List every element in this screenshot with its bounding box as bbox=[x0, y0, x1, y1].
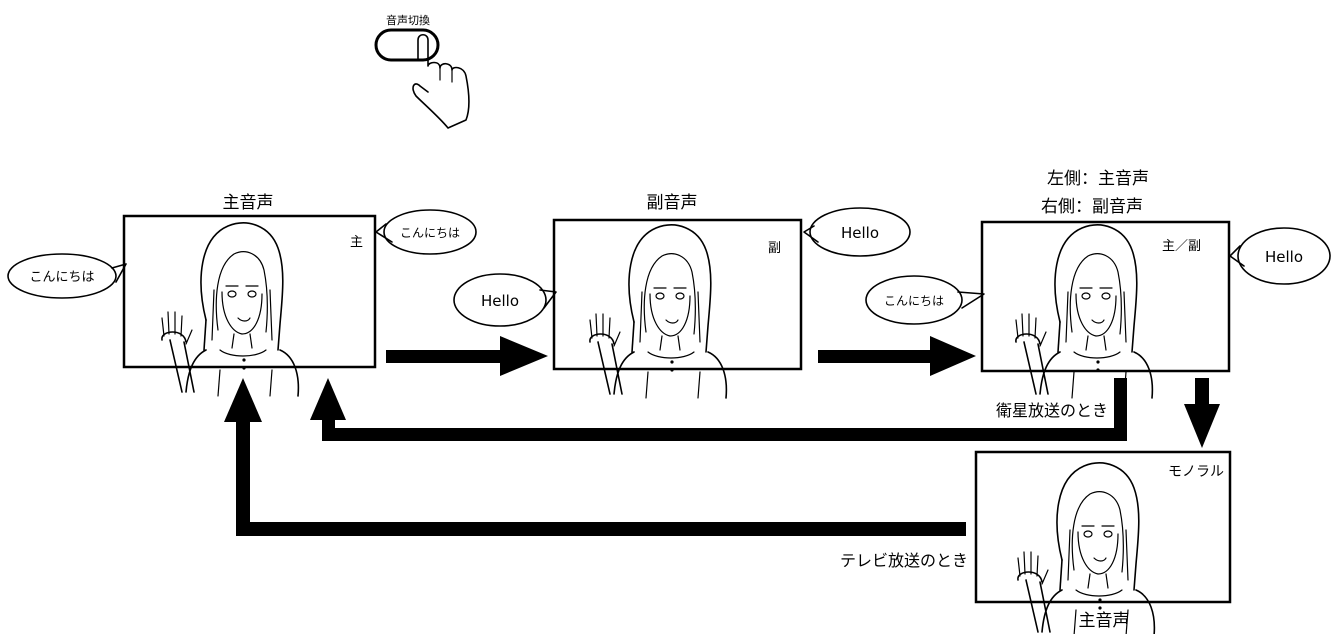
panel3-corner-label: 主／副 bbox=[1162, 239, 1201, 254]
arrow-panel1-to-panel2 bbox=[386, 336, 548, 376]
arrow-panel2-to-panel3 bbox=[818, 336, 976, 376]
arrow-panel3-to-panel4 bbox=[1184, 378, 1220, 448]
panel3-left-bubble-text: こんにちは bbox=[884, 294, 944, 308]
tv-broadcast-label: テレビ放送のとき bbox=[840, 551, 968, 570]
pointing-hand-icon bbox=[412, 33, 470, 129]
panel1-title: 主音声 bbox=[223, 193, 274, 213]
panel1-left-bubble-text: こんにちは bbox=[29, 270, 94, 285]
panel3-left-bubble bbox=[865, 275, 963, 325]
panel3-right-bubble bbox=[1237, 227, 1331, 285]
switch-button-label: 音声切換 bbox=[386, 13, 430, 27]
panel1-left-bubble bbox=[7, 253, 117, 299]
panel4-title: 主音声 bbox=[1079, 611, 1130, 631]
tv-return-arrow bbox=[224, 378, 966, 536]
panel3-title-line2: 右側：副音声 bbox=[1041, 197, 1143, 217]
panel1-tv-screen bbox=[122, 214, 377, 369]
panel2-right-bubble bbox=[809, 207, 911, 257]
panel2-title: 副音声 bbox=[647, 193, 698, 213]
satellite-broadcast-label: 衛星放送のとき bbox=[996, 401, 1108, 420]
audio-switch-button[interactable] bbox=[374, 28, 440, 62]
panel3-title-line1: 左側：主音声 bbox=[1047, 169, 1149, 189]
panel2-left-bubble bbox=[453, 273, 547, 327]
satellite-return-arrow bbox=[310, 378, 1127, 441]
panel1-corner-label: 主 bbox=[350, 235, 363, 250]
panel1-right-bubble-text: こんにちは bbox=[400, 226, 460, 240]
panel2-right-bubble-text: Hello bbox=[841, 224, 879, 242]
panel2-tv-screen bbox=[552, 218, 803, 371]
panel3-right-bubble-text: Hello bbox=[1265, 248, 1303, 266]
panel1-right-bubble bbox=[383, 209, 477, 255]
panel4-corner-label: モノラル bbox=[1168, 464, 1224, 480]
panel2-corner-label: 副 bbox=[768, 241, 781, 256]
panel2-left-bubble-text: Hello bbox=[481, 292, 519, 310]
